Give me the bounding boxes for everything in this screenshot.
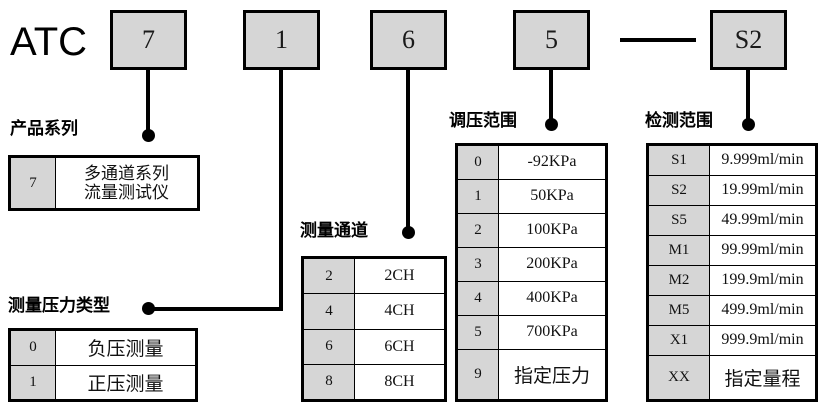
- cell-code: M2: [648, 264, 710, 296]
- table-row[interactable]: S2 19.99ml/min: [648, 174, 816, 206]
- cell-value-line2: 流量测试仪: [84, 183, 169, 202]
- connector-detection-range-line: [746, 70, 750, 125]
- cell-code: 0: [457, 145, 499, 180]
- cell-code: XX: [648, 354, 710, 401]
- table-product-series: 7 多通道系列 流量测试仪: [8, 155, 200, 211]
- connector-product-series-line: [146, 70, 150, 136]
- table-row[interactable]: M1 99.99ml/min: [648, 234, 816, 266]
- table-row[interactable]: 2 100KPa: [457, 212, 606, 248]
- cell-value: 9.999ml/min: [709, 145, 816, 176]
- caption-pressure-type: 测量压力类型: [8, 296, 110, 315]
- cell-code: M1: [648, 234, 710, 266]
- cell-value: 19.99ml/min: [709, 174, 816, 206]
- table-pressure-range: 0 -92KPa 1 50KPa 2 100KPa 3 200KPa 4 400…: [455, 143, 608, 402]
- cell-value: 8CH: [354, 363, 445, 401]
- connector-product-series-dot: [142, 129, 155, 142]
- cell-value: -92KPa: [498, 145, 606, 180]
- cell-code: S5: [648, 204, 710, 236]
- code-box-product-series[interactable]: 7: [110, 10, 187, 70]
- code-box-pressure-range[interactable]: 5: [513, 10, 590, 70]
- cell-value: 正压测量: [55, 364, 196, 400]
- connector-pressure-range-line: [549, 70, 553, 125]
- table-row[interactable]: 2 2CH: [303, 257, 445, 295]
- cell-value: 200KPa: [498, 246, 606, 282]
- table-row[interactable]: 9 指定压力: [457, 348, 606, 401]
- table-row[interactable]: 6 6CH: [303, 328, 445, 365]
- cell-value: 199.9ml/min: [709, 264, 816, 296]
- cell-code: 4: [457, 280, 499, 316]
- connector-pressure-type-hline: [150, 307, 283, 311]
- caption-product-series: 产品系列: [10, 119, 78, 138]
- table-row[interactable]: 3 200KPa: [457, 246, 606, 282]
- table-row[interactable]: 1 正压测量: [10, 364, 196, 400]
- separator-dash: [620, 38, 696, 42]
- table-row[interactable]: S1 9.999ml/min: [648, 145, 816, 176]
- cell-value: 400KPa: [498, 280, 606, 316]
- caption-channels: 测量通道: [300, 221, 368, 240]
- cell-code: 7: [10, 157, 56, 209]
- cell-code: 3: [457, 246, 499, 282]
- table-row[interactable]: 1 50KPa: [457, 178, 606, 214]
- cell-code: 4: [303, 293, 355, 330]
- cell-code: 1: [10, 364, 56, 400]
- cell-value: 负压测量: [55, 330, 196, 366]
- connector-channels-line: [406, 70, 410, 233]
- cell-value: 6CH: [354, 328, 445, 365]
- table-detection-range: S1 9.999ml/min S2 19.99ml/min S5 49.99ml…: [646, 143, 818, 402]
- table-row[interactable]: 4 4CH: [303, 293, 445, 330]
- connector-pressure-type-dot: [142, 302, 155, 315]
- table-pressure-type: 0 负压测量 1 正压测量: [8, 328, 198, 402]
- cell-code: X1: [648, 324, 710, 356]
- cell-value: 49.99ml/min: [709, 204, 816, 236]
- code-box-detection-range[interactable]: S2: [710, 10, 787, 70]
- cell-value: 700KPa: [498, 314, 606, 350]
- table-row[interactable]: 0 -92KPa: [457, 145, 606, 180]
- cell-value: 100KPa: [498, 212, 606, 248]
- cell-code: S2: [648, 174, 710, 206]
- cell-value-line1: 多通道系列: [84, 163, 169, 183]
- table-row[interactable]: 8 8CH: [303, 363, 445, 401]
- code-box-channel-count[interactable]: 6: [370, 10, 447, 70]
- table-row[interactable]: 0 负压测量: [10, 330, 196, 366]
- table-row[interactable]: 4 400KPa: [457, 280, 606, 316]
- cell-code: 1: [457, 178, 499, 214]
- cell-value: 50KPa: [498, 178, 606, 214]
- connector-pressure-type-vline: [279, 70, 283, 311]
- cell-value: 499.9ml/min: [709, 294, 816, 326]
- table-row[interactable]: X1 999.9ml/min: [648, 324, 816, 356]
- caption-detection-range: 检测范围: [645, 111, 713, 130]
- table-row[interactable]: 7 多通道系列 流量测试仪: [10, 157, 198, 209]
- table-row[interactable]: 5 700KPa: [457, 314, 606, 350]
- cell-value: 指定压力: [498, 348, 606, 401]
- cell-code: S1: [648, 145, 710, 176]
- brand-label: ATC: [10, 20, 88, 64]
- cell-value: 4CH: [354, 293, 445, 330]
- cell-value: 2CH: [354, 257, 445, 295]
- cell-value: 99.99ml/min: [709, 234, 816, 266]
- table-row[interactable]: M5 499.9ml/min: [648, 294, 816, 326]
- connector-channels-dot: [402, 226, 415, 239]
- code-box-pressure-type[interactable]: 1: [243, 10, 320, 70]
- cell-code: 8: [303, 363, 355, 401]
- cell-code: 2: [457, 212, 499, 248]
- cell-code: 2: [303, 257, 355, 295]
- cell-code: M5: [648, 294, 710, 326]
- connector-pressure-range-dot: [545, 118, 558, 131]
- connector-detection-range-dot: [742, 118, 755, 131]
- cell-value: 指定量程: [709, 354, 816, 401]
- table-row[interactable]: S5 49.99ml/min: [648, 204, 816, 236]
- cell-value: 999.9ml/min: [709, 324, 816, 356]
- table-row[interactable]: M2 199.9ml/min: [648, 264, 816, 296]
- cell-value: 多通道系列 流量测试仪: [55, 157, 198, 209]
- table-channels: 2 2CH 4 4CH 6 6CH 8 8CH: [301, 256, 447, 402]
- cell-code: 0: [10, 330, 56, 366]
- caption-pressure-range: 调压范围: [449, 111, 517, 130]
- table-row[interactable]: XX 指定量程: [648, 354, 816, 401]
- cell-code: 9: [457, 348, 499, 401]
- cell-code: 5: [457, 314, 499, 350]
- cell-code: 6: [303, 328, 355, 365]
